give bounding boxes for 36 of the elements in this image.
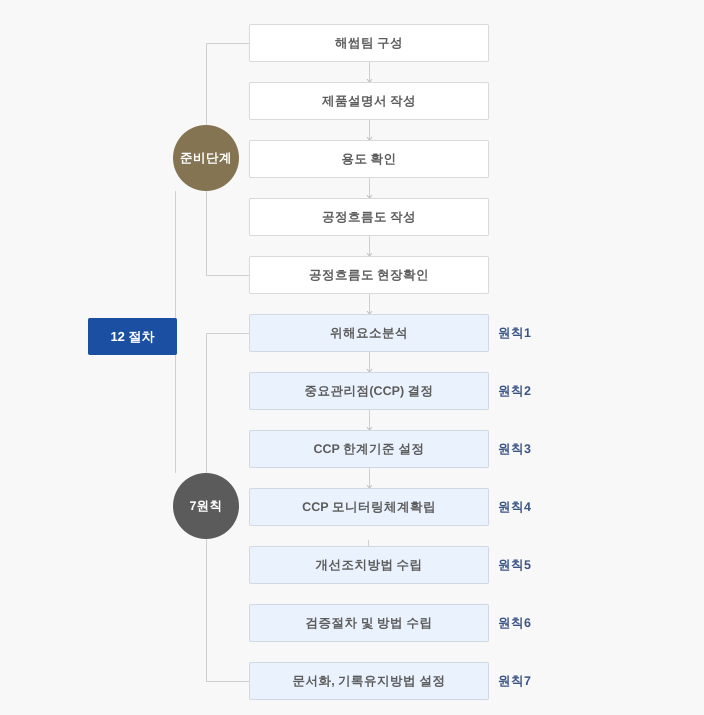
process-box: 개선조치방법 수립: [249, 546, 489, 584]
category-box: 12 절차: [88, 318, 177, 355]
principle-label: 원칙7: [498, 673, 531, 689]
phase-circle: 준비단계: [173, 125, 239, 191]
connector-line: [206, 333, 250, 474]
arrow: [366, 120, 372, 140]
process-box: 검증절차 및 방법 수립: [249, 604, 489, 642]
arrow: [366, 236, 372, 256]
principle-label: 원칙6: [498, 615, 531, 631]
principle-label: 원칙5: [498, 557, 531, 573]
arrow: [366, 294, 372, 314]
arrow: [366, 468, 372, 488]
process-box: 제품설명서 작성: [249, 82, 489, 120]
connector-line: [175, 190, 176, 318]
process-box: 위해요소분석: [249, 314, 489, 352]
arrow: [366, 352, 372, 372]
process-box: 중요관리점(CCP) 결정: [249, 372, 489, 410]
process-box: CCP 한계기준 설정: [249, 430, 489, 468]
process-box: CCP 모니터링체계확립: [249, 488, 489, 526]
principle-label: 원칙1: [498, 325, 531, 341]
arrow: [366, 178, 372, 198]
connector-line: [206, 43, 250, 126]
principle-label: 원칙4: [498, 499, 531, 515]
connector-line: [206, 190, 250, 276]
process-box: 해썹팀 구성: [249, 24, 489, 62]
arrow: [366, 62, 372, 82]
phase-circle: 7원칙: [173, 473, 239, 539]
process-box: 공정흐름도 작성: [249, 198, 489, 236]
principle-label: 원칙2: [498, 383, 531, 399]
arrow: [366, 410, 372, 430]
connector-line: [206, 538, 250, 682]
principle-label: 원칙3: [498, 441, 531, 457]
process-box: 용도 확인: [249, 140, 489, 178]
process-box: 문서화, 기록유지방법 설정: [249, 662, 489, 700]
connector-line: [175, 354, 176, 474]
process-box: 공정흐름도 현장확인: [249, 256, 489, 294]
